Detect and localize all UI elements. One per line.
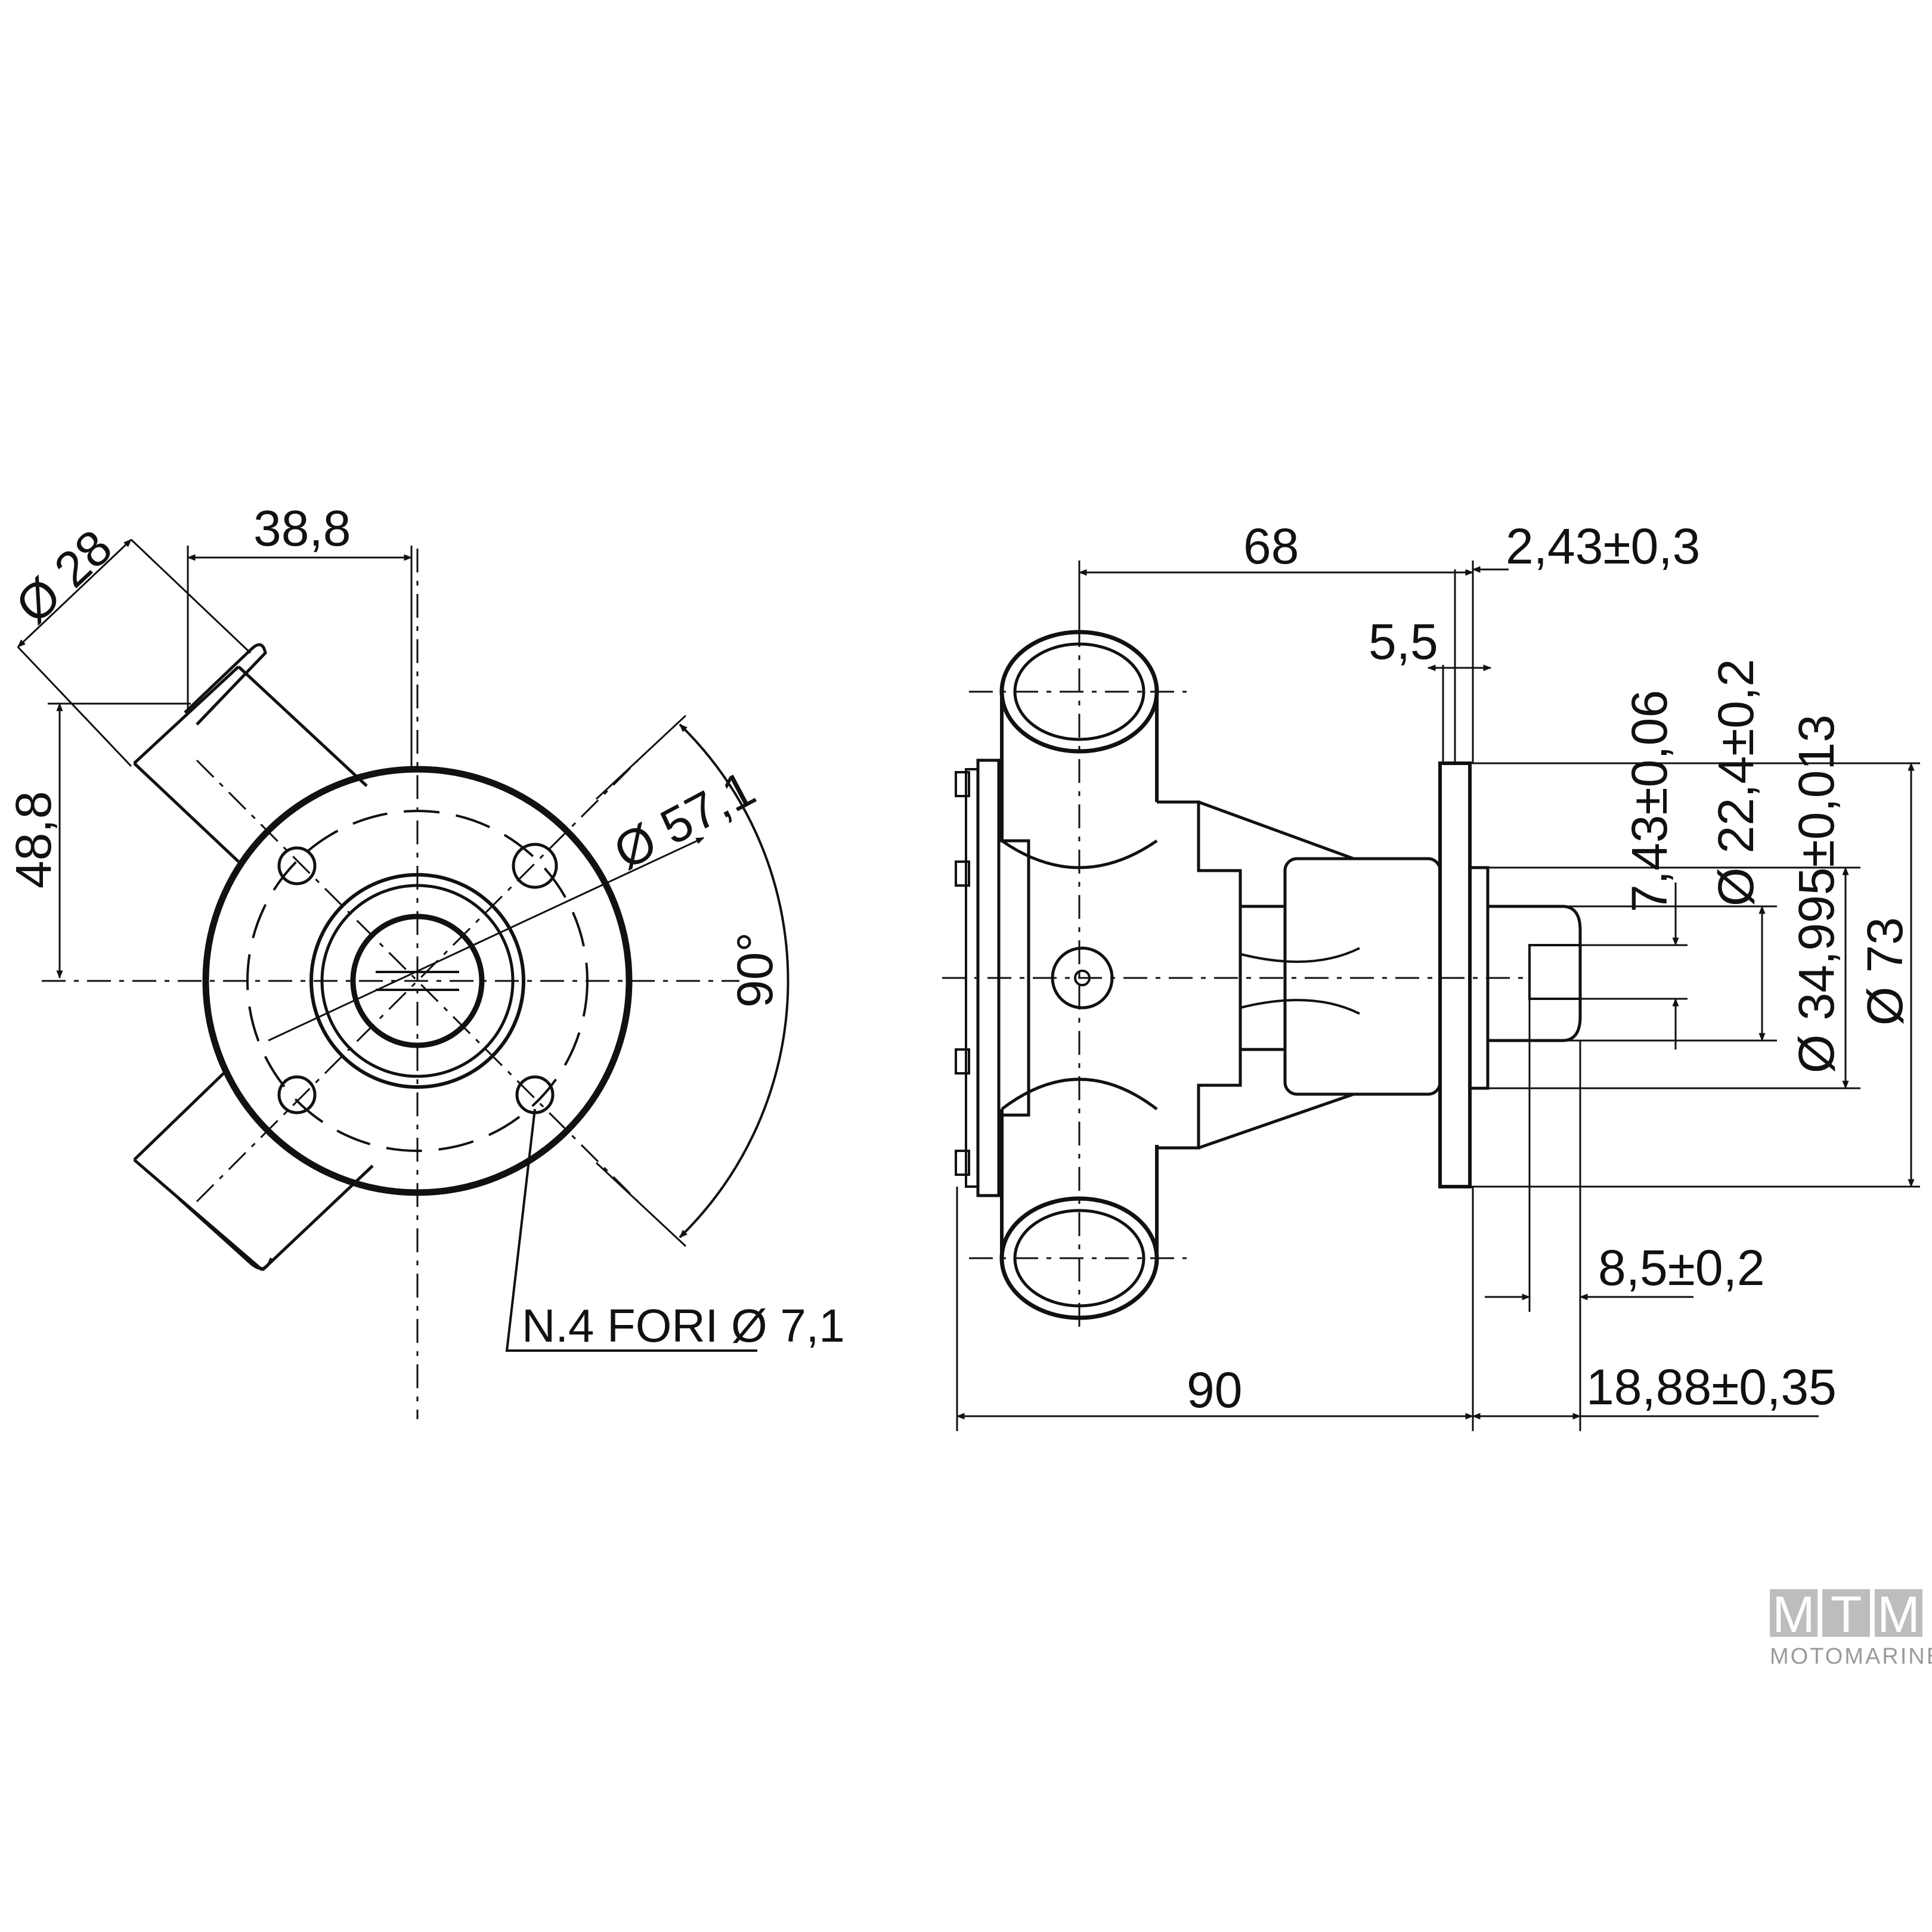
dim-pipe-diameter: Ø 28 xyxy=(5,519,122,634)
dim-angle: 90° xyxy=(727,932,783,1008)
side-view xyxy=(942,561,1920,1431)
dim-shaft-18-88: 18,88±0,35 xyxy=(1586,1359,1837,1415)
dim-offset-vertical: 48,8 xyxy=(5,791,61,889)
dim-shaft-22-4: Ø 22,4±0,2 xyxy=(1708,659,1764,906)
motomarine-logo: M T M MOTOMARINE xyxy=(1770,1586,1932,1669)
logo-box-t xyxy=(1822,1589,1870,1637)
logo-box-m2 xyxy=(1875,1589,1922,1637)
logo-letter-t: T xyxy=(1831,1586,1862,1643)
dim-key-7-43: 7,43±0,06 xyxy=(1621,690,1677,912)
dim-offset-horizontal: 38,8 xyxy=(253,500,351,556)
dim-key-8-5: 8,5±0,2 xyxy=(1598,1240,1765,1296)
logo-wordmark: MOTOMARINE xyxy=(1770,1644,1932,1669)
dim-length-68: 68 xyxy=(1243,518,1299,574)
front-view xyxy=(17,538,789,1419)
bolt-hole-bottom-left xyxy=(277,1075,317,1114)
dim-pilot-34-995: Ø 34,995±0,013 xyxy=(1788,714,1844,1073)
dim-total-90: 90 xyxy=(1187,1362,1242,1418)
bolt-hole-top-right xyxy=(512,843,558,889)
dim-spigot-5-5: 5,5 xyxy=(1368,614,1438,670)
dim-flange-thickness: 2,43±0,3 xyxy=(1506,518,1700,574)
lower-pipe xyxy=(133,1072,374,1271)
dim-flange-73: Ø 73 xyxy=(1857,917,1913,1026)
upper-pipe xyxy=(133,643,368,863)
dim-bolt-circle: Ø 57,1 xyxy=(605,760,764,880)
note-bolt-holes: N.4 FORI Ø 7,1 xyxy=(522,1299,845,1352)
mounting-flange xyxy=(1438,761,1472,1188)
logo-letter-m2: M xyxy=(1877,1586,1920,1643)
bolt-hole-top-left xyxy=(277,846,317,886)
logo-letter-m1: M xyxy=(1772,1586,1815,1643)
bolt-hole-bottom-right xyxy=(515,1075,555,1114)
logo-box-m1 xyxy=(1770,1589,1818,1637)
